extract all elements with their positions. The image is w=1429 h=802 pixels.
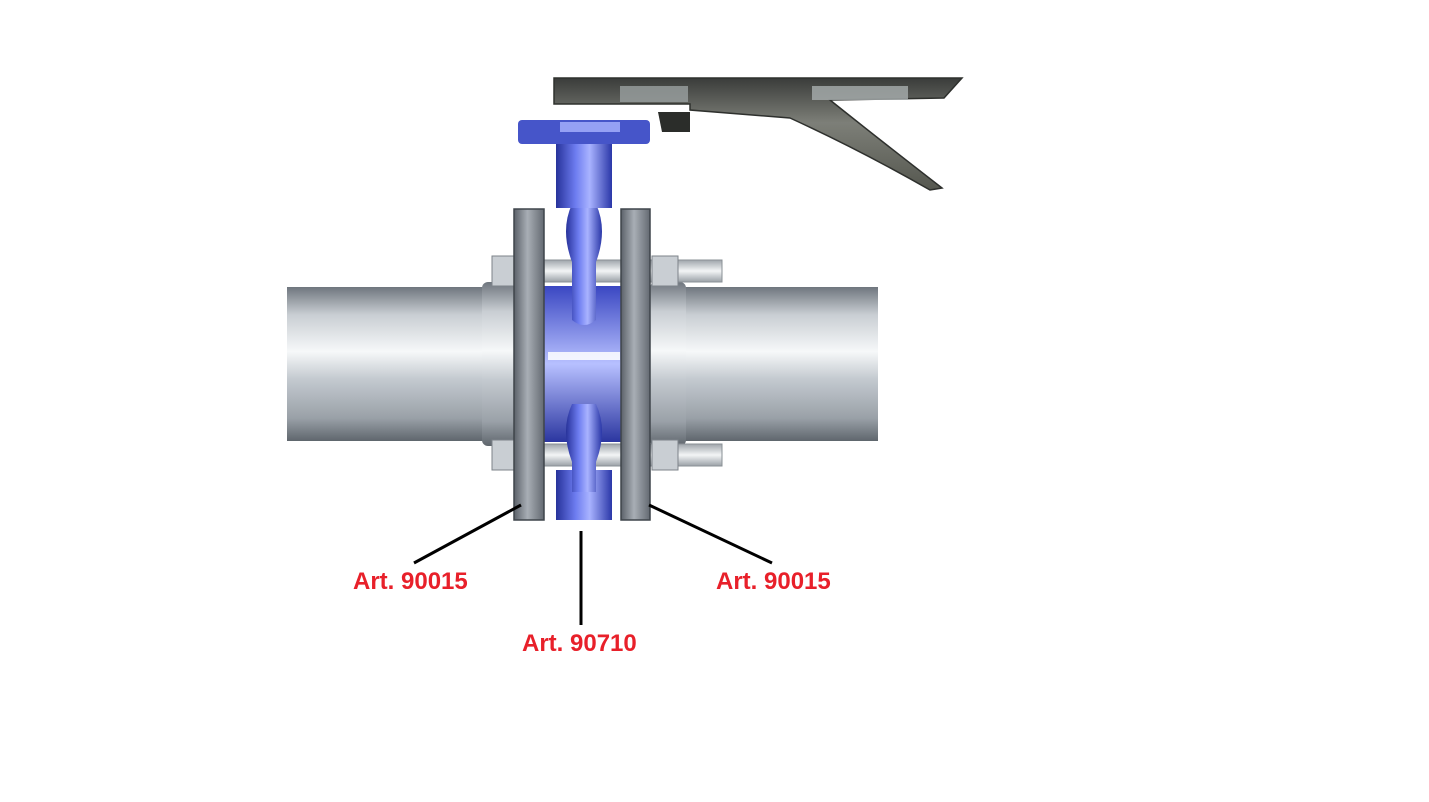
leader-line-left bbox=[413, 503, 522, 565]
right-pipe bbox=[650, 282, 878, 446]
valve-handle bbox=[553, 77, 964, 191]
right-flange bbox=[620, 208, 651, 521]
left-pipe bbox=[287, 282, 518, 446]
valve-stem bbox=[518, 120, 650, 208]
leader-line-right bbox=[648, 503, 773, 565]
left-flange bbox=[513, 208, 545, 521]
valve-body bbox=[544, 204, 624, 520]
label-left-flange: Art. 90015 bbox=[353, 568, 468, 595]
leader-lines bbox=[413, 503, 773, 625]
label-valve-body: Art. 90710 bbox=[522, 630, 637, 657]
label-right-flange: Art. 90015 bbox=[716, 568, 831, 595]
